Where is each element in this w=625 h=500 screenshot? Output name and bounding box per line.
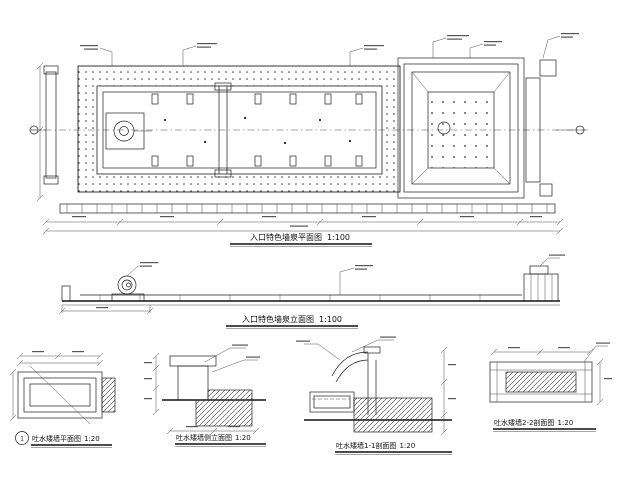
plan-right-court — [397, 57, 525, 199]
d1-dimensions — [9, 351, 104, 422]
elevation-right-end — [523, 265, 559, 302]
d2-wall-section — [162, 355, 266, 427]
d2-left-dim — [144, 352, 160, 416]
elevation-wall — [80, 294, 522, 301]
d4-right-dim — [596, 358, 612, 406]
detail-number: 1 — [20, 436, 24, 443]
pool-columns — [151, 93, 363, 167]
elevation-spiral-ornament — [111, 275, 145, 302]
elevation-left-end — [61, 285, 71, 302]
plan-callout-leaders — [99, 35, 561, 66]
detail-number-bubble — [15, 431, 29, 445]
plan-callout-greek-text — [80, 33, 579, 50]
d3-right-dim — [440, 346, 456, 436]
d2-bottom-dim — [166, 426, 260, 435]
d4-wall-section — [489, 361, 593, 403]
elevation-dimensions — [58, 305, 154, 315]
plan-spout-feature — [105, 112, 152, 150]
plan-right-edge — [525, 59, 586, 197]
plan-dimensions — [36, 62, 564, 235]
pool-cross-band — [214, 82, 232, 178]
plan-left-wall — [29, 65, 59, 185]
d1-wall-plan — [17, 365, 116, 425]
pool-jets — [163, 116, 352, 145]
d3-spout-section — [304, 346, 452, 433]
d1-leader — [29, 365, 91, 425]
walkway-strip — [59, 203, 556, 214]
centerline-marker-right — [575, 125, 585, 135]
d4-top-dim — [490, 347, 594, 356]
